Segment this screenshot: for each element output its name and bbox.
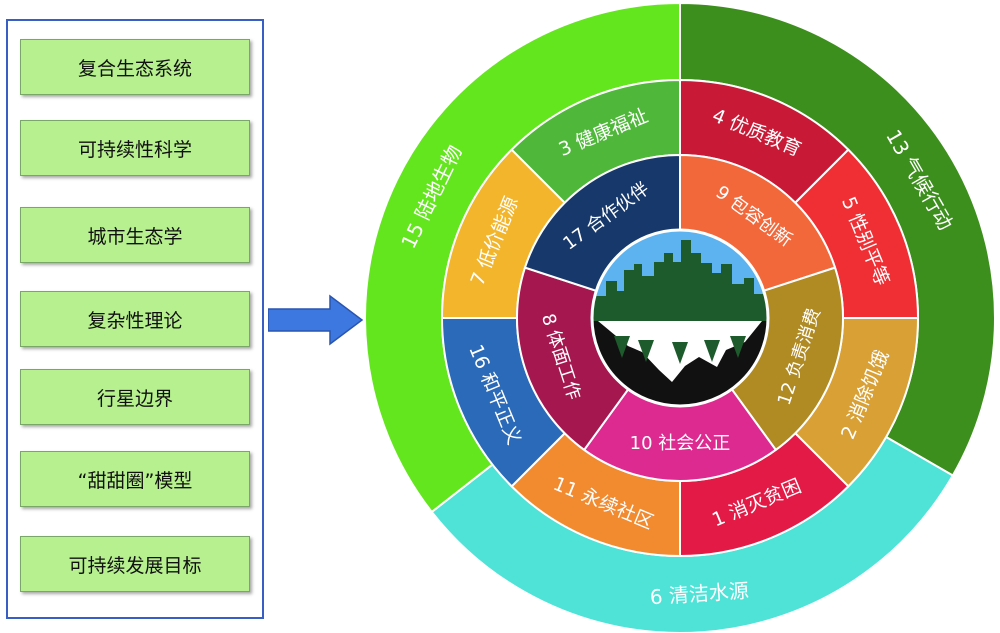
concept-box-sustainability-science: 可持续性科学 [20,120,250,176]
tree-icons [614,336,746,364]
city-skyline-icon [592,240,768,321]
concept-box-urban-ecology: 城市生态学 [20,207,250,263]
concept-box-doughnut-model: “甜甜圈”模型 [20,451,250,507]
right-arrow-icon [268,294,364,346]
center-ring [590,228,770,408]
tree-icon [704,340,720,362]
tree-icon [638,340,654,362]
tree-icon [730,336,746,358]
concept-box-complexity-theory: 复杂性理论 [20,291,250,347]
tree-icon [614,336,630,358]
tree-icon [672,342,688,364]
concept-box-sdgs: 可持续发展目标 [20,536,250,592]
concept-box-complex-ecosystem: 复合生态系统 [20,39,250,95]
concept-box-planetary-boundaries: 行星边界 [20,369,250,425]
inner-label-10: 10 社会公正 [630,433,731,454]
concept-panel: 复合生态系统 可持续性科学 城市生态学 复杂性理论 行星边界 “甜甜圈”模型 可… [6,19,264,619]
